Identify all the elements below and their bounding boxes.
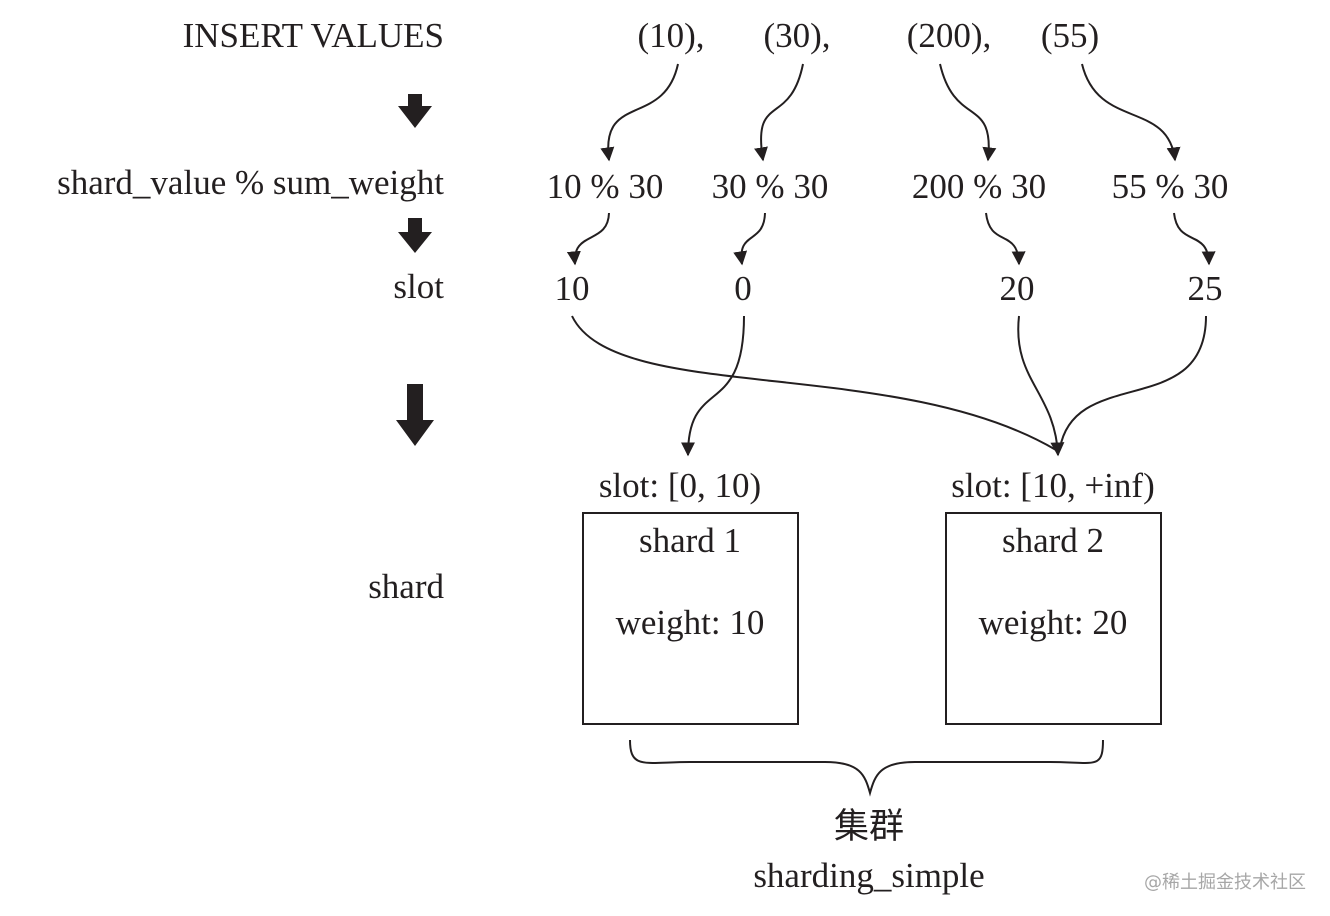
mod-expression-1: 10 % 30 [547, 167, 664, 206]
mod-expression-4: 55 % 30 [1112, 167, 1229, 206]
cluster-name: sharding_simple [753, 856, 984, 895]
insert-value-10: (10), [637, 16, 704, 55]
mod-expression-3: 200 % 30 [912, 167, 1046, 206]
shard2-weight: weight: 20 [979, 603, 1128, 642]
arrow-slot25-to-shard2 [1059, 315, 1207, 449]
arrow-slot20-to-shard2 [1017, 315, 1065, 457]
shard1-weight: weight: 10 [616, 603, 765, 642]
arrow-mod2-to-slot [733, 212, 766, 266]
row-label-shard: shard [368, 567, 444, 606]
slot-value-10: 10 [555, 269, 590, 308]
down-arrow-icon [398, 218, 432, 253]
arrow-value4-to-mod [1081, 63, 1181, 162]
down-arrow-icon [398, 94, 432, 128]
shard1-slot-range: slot: [0, 10) [599, 466, 761, 505]
shard2-slot-range: slot: [10, +inf) [951, 466, 1154, 505]
watermark: @稀土掘金技术社区 [1144, 872, 1306, 893]
shard1-box [582, 512, 799, 725]
shard1-name: shard 1 [639, 521, 741, 560]
arrow-value1-to-mod [600, 63, 679, 162]
mod-expression-2: 30 % 30 [712, 167, 829, 206]
arrow-slot10-to-shard2 [571, 315, 1057, 451]
row-label-mod: shard_value % sum_weight [57, 163, 444, 202]
row-label-slot: slot [393, 267, 444, 306]
shard2-box [945, 512, 1162, 725]
slot-value-25: 25 [1188, 269, 1223, 308]
insert-value-30: (30), [763, 16, 830, 55]
insert-value-55: (55) [1041, 16, 1099, 55]
shard2-name: shard 2 [1002, 521, 1104, 560]
cluster-label: 集群 [834, 807, 904, 846]
arrow-value2-to-mod [754, 63, 804, 162]
arrow-mod3-to-slot [985, 212, 1026, 266]
slot-value-20: 20 [1000, 269, 1035, 308]
cluster-brace [629, 739, 1104, 797]
insert-value-200: (200), [907, 16, 992, 55]
slot-value-0: 0 [734, 269, 752, 308]
arrow-mod4-to-slot [1173, 212, 1216, 266]
arrow-mod1-to-slot [566, 212, 610, 266]
down-arrow-icon [396, 384, 434, 446]
arrow-value3-to-mod [939, 63, 997, 162]
arrow-slot0-to-shard1 [681, 315, 745, 457]
row-label-insert-values: INSERT VALUES [183, 16, 444, 55]
